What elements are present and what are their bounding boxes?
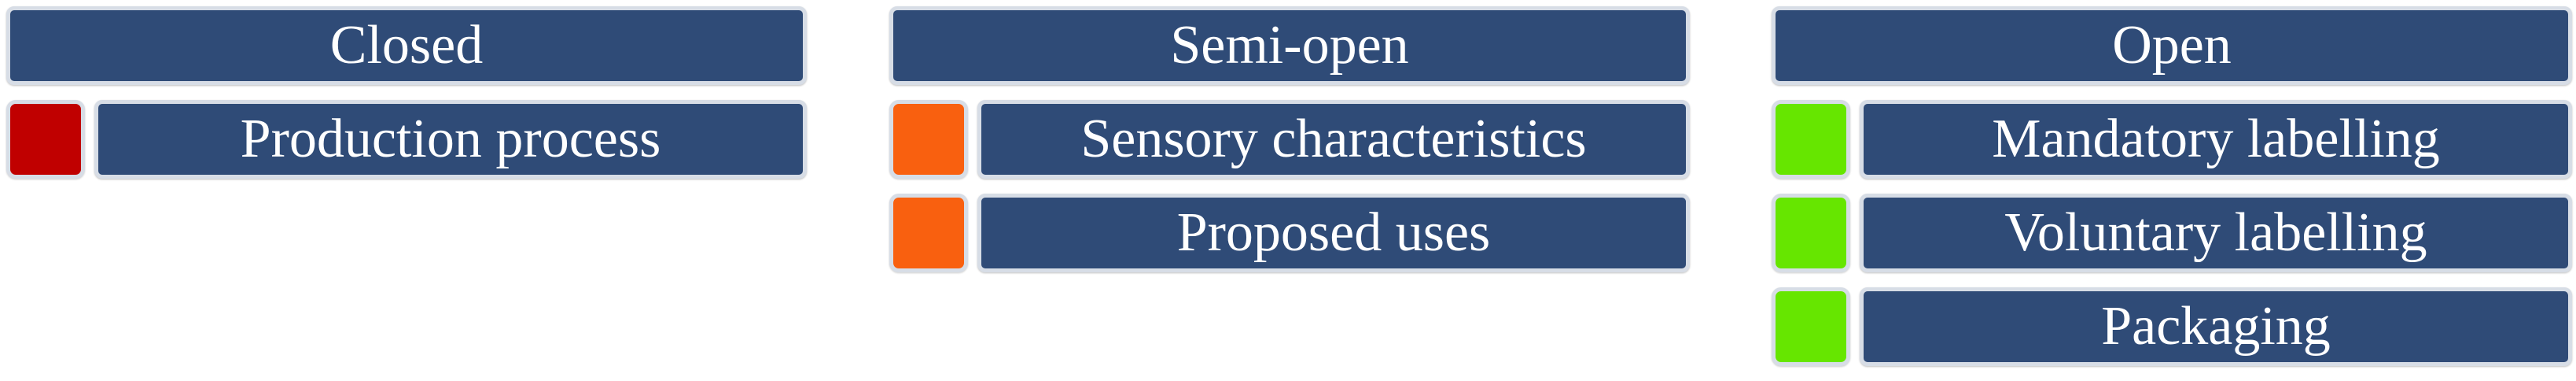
column-header-semi-open: Semi-open	[889, 6, 1690, 85]
status-swatch-open	[1772, 194, 1850, 272]
column-closed: Closed Production process	[6, 6, 807, 194]
column-open: Open Mandatory labelling Voluntary label…	[1772, 6, 2572, 381]
item-list-closed: Production process	[6, 100, 807, 179]
list-item: Voluntary labelling	[1772, 194, 2572, 272]
item-label: Proposed uses	[977, 194, 1690, 272]
list-item: Proposed uses	[889, 194, 1690, 272]
item-label: Voluntary labelling	[1860, 194, 2572, 272]
list-item: Packaging	[1772, 287, 2572, 366]
item-label: Production process	[94, 100, 807, 179]
item-label: Mandatory labelling	[1860, 100, 2572, 179]
item-list-open: Mandatory labelling Voluntary labelling …	[1772, 100, 2572, 366]
column-semi-open: Semi-open Sensory characteristics Propos…	[889, 6, 1690, 287]
column-header-open: Open	[1772, 6, 2572, 85]
list-item: Mandatory labelling	[1772, 100, 2572, 179]
status-swatch-semi-open	[889, 194, 968, 272]
status-swatch-open	[1772, 287, 1850, 366]
list-item: Sensory characteristics	[889, 100, 1690, 179]
status-swatch-closed	[6, 100, 85, 179]
list-item: Production process	[6, 100, 807, 179]
item-list-semi-open: Sensory characteristics Proposed uses	[889, 100, 1690, 272]
status-swatch-semi-open	[889, 100, 968, 179]
status-swatch-open	[1772, 100, 1850, 179]
item-label: Packaging	[1860, 287, 2572, 366]
column-header-closed: Closed	[6, 6, 807, 85]
item-label: Sensory characteristics	[977, 100, 1690, 179]
